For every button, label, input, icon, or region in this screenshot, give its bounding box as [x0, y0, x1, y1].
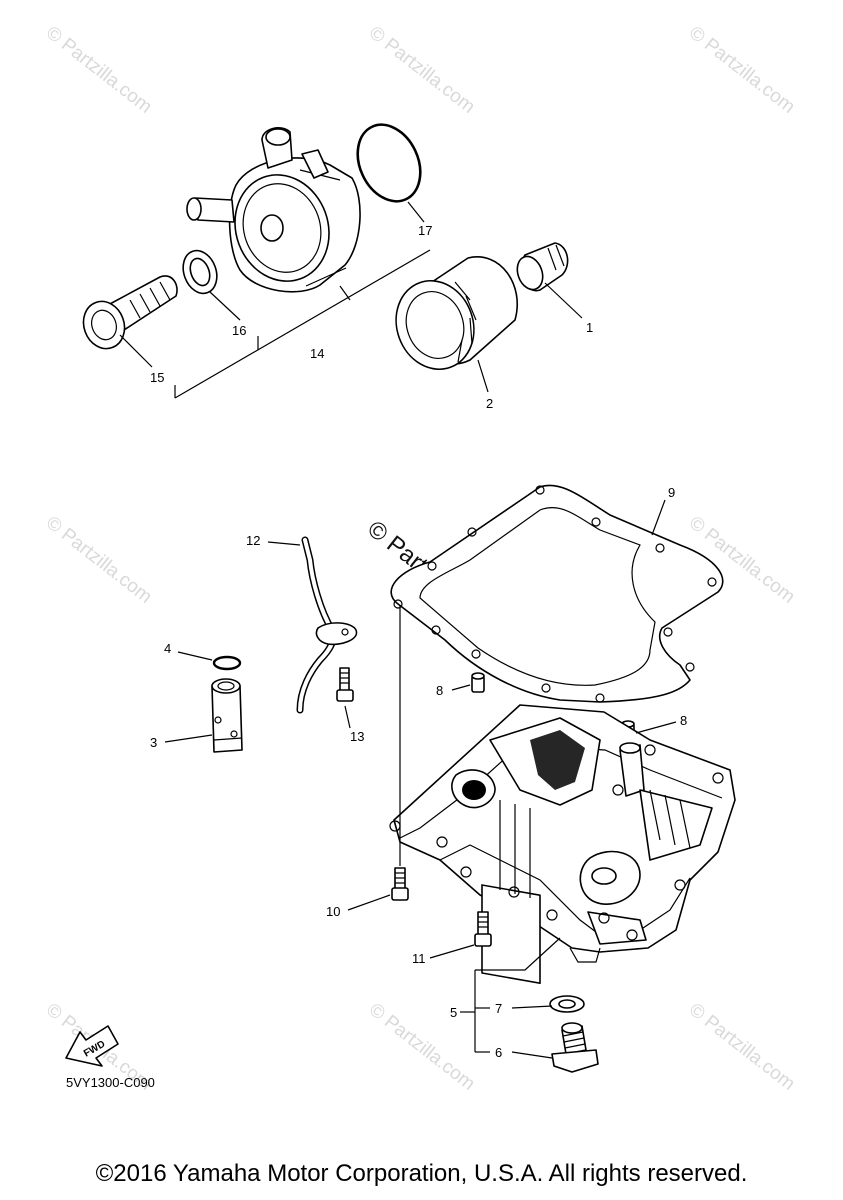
watermark: © Partzilla.com [365, 22, 479, 117]
callout-10: 10 [326, 904, 340, 919]
part-7-washer [549, 995, 585, 1013]
copyright-notice: ©2016 Yamaha Motor Corporation, U.S.A. A… [95, 1160, 748, 1187]
part-14-oil-cooler [186, 127, 361, 293]
top-leader-lines [119, 201, 583, 399]
callout-12: 12 [246, 533, 260, 548]
part-10-bolt [391, 605, 409, 901]
part-1-fitting [516, 242, 569, 292]
callout-14: 14 [310, 346, 324, 361]
part-oil-pan [389, 704, 736, 985]
part-11-bolt [474, 911, 492, 947]
callout-13: 13 [350, 729, 364, 744]
callout-6: 6 [495, 1045, 502, 1060]
callout-7: 7 [495, 1001, 502, 1016]
callout-16: 16 [232, 323, 246, 338]
diagram-code: 5VY1300-C090 [66, 1075, 155, 1090]
callout-8a: 8 [436, 683, 443, 698]
callout-4: 4 [164, 641, 171, 656]
part-4-o-ring [212, 655, 242, 671]
watermark: © Partzilla.com [365, 999, 479, 1094]
part-13-bolt [336, 667, 354, 702]
part-9-gasket [390, 484, 724, 703]
watermark: © Partzilla.com [685, 999, 799, 1094]
part-16-washer [182, 249, 218, 295]
bottom-leader-lines [164, 499, 677, 1059]
callout-17: 17 [418, 223, 432, 238]
watermark: © Partzilla.com [685, 22, 799, 117]
part-3-strainer [211, 678, 243, 753]
part-6-drain-bolt [551, 1022, 599, 1073]
watermark: © Partzilla.com [42, 22, 156, 117]
callout-8b: 8 [680, 713, 687, 728]
part-8-dowel-pin [471, 672, 485, 693]
callout-11: 11 [412, 951, 426, 966]
fwd-arrow-icon: FWD [65, 1025, 119, 1067]
callout-5: 5 [450, 1005, 457, 1020]
callout-2: 2 [486, 396, 493, 411]
part-17-o-ring [356, 123, 422, 203]
callout-1: 1 [586, 320, 593, 335]
part-2-oil-filter [395, 256, 518, 371]
callout-3: 3 [150, 735, 157, 750]
callout-15: 15 [150, 370, 164, 385]
part-15-union-bolt [82, 275, 178, 350]
callouts: 1 2 14 15 16 17 9 12 4 3 13 8 8 10 11 5 … [150, 223, 687, 1060]
part-12-pipe [296, 536, 358, 714]
callout-9: 9 [668, 485, 675, 500]
watermark: © Partzilla.com [42, 512, 156, 607]
